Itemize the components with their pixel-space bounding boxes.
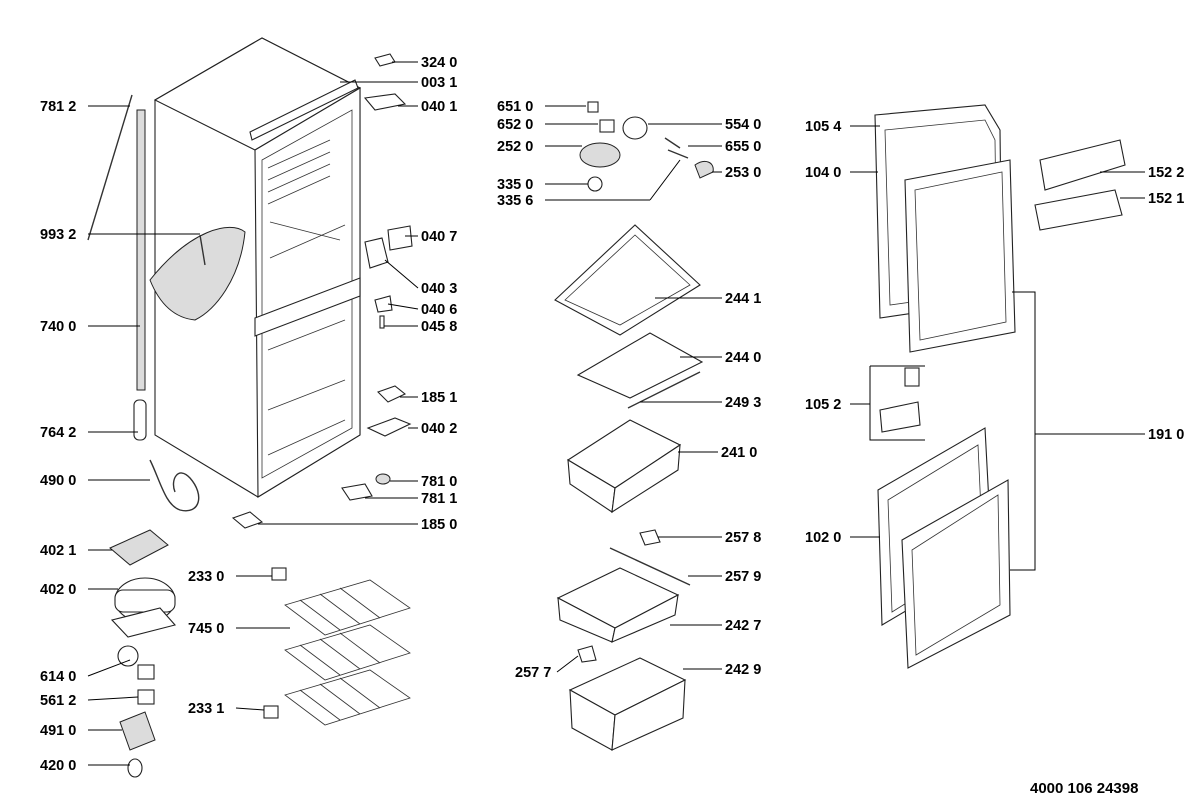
label-242-9: 242 9 [725, 662, 761, 678]
label-554-0: 554 0 [725, 117, 761, 133]
label-614-0: 614 0 [40, 669, 76, 685]
label-420-0: 420 0 [40, 758, 76, 774]
label-745-0: 745 0 [188, 621, 224, 637]
label-655-0: 655 0 [725, 139, 761, 155]
label-335-6: 335 6 [497, 193, 533, 209]
part-labels: 324 0 003 1 040 1 781 2 993 2 740 0 764 … [40, 55, 1184, 774]
label-244-0: 244 0 [725, 350, 761, 366]
label-040-2: 040 2 [421, 421, 457, 437]
label-040-7: 040 7 [421, 229, 457, 245]
label-257-7: 257 7 [515, 665, 551, 681]
label-561-2: 561 2 [40, 693, 76, 709]
label-651-0: 651 0 [497, 99, 533, 115]
label-040-1: 040 1 [421, 99, 457, 115]
label-252-0: 252 0 [497, 139, 533, 155]
label-652-0: 652 0 [497, 117, 533, 133]
label-993-2: 993 2 [40, 227, 76, 243]
compressor-group [109, 529, 177, 778]
label-102-0: 102 0 [805, 530, 841, 546]
label-257-8: 257 8 [725, 530, 761, 546]
label-402-0: 402 0 [40, 582, 76, 598]
label-040-6: 040 6 [421, 302, 457, 318]
label-105-2: 105 2 [805, 397, 841, 413]
label-040-3: 040 3 [421, 281, 457, 297]
label-249-3: 249 3 [725, 395, 761, 411]
label-152-1: 152 1 [1148, 191, 1184, 207]
leader-lines [87, 61, 1145, 766]
label-152-2: 152 2 [1148, 165, 1184, 181]
doors-group [874, 104, 1126, 669]
label-105-4: 105 4 [805, 119, 841, 135]
label-402-1: 402 1 [40, 543, 76, 559]
label-185-1: 185 1 [421, 390, 457, 406]
label-191-0: 191 0 [1148, 427, 1184, 443]
label-233-0: 233 0 [188, 569, 224, 585]
label-045-8: 045 8 [421, 319, 457, 335]
label-003-1: 003 1 [421, 75, 457, 91]
label-740-0: 740 0 [40, 319, 76, 335]
label-233-1: 233 1 [188, 701, 224, 717]
label-490-0: 490 0 [40, 473, 76, 489]
label-253-0: 253 0 [725, 165, 761, 181]
label-241-0: 241 0 [721, 445, 757, 461]
label-335-0: 335 0 [497, 177, 533, 193]
label-244-1: 244 1 [725, 291, 761, 307]
label-491-0: 491 0 [40, 723, 76, 739]
document-number: 4000 106 24398 [1030, 780, 1138, 797]
shelves-and-crispers [554, 224, 704, 751]
label-242-7: 242 7 [725, 618, 761, 634]
cabinet-small-parts [231, 53, 413, 529]
label-324-0: 324 0 [421, 55, 457, 71]
label-104-0: 104 0 [805, 165, 841, 181]
label-781-2: 781 2 [40, 99, 76, 115]
cabinet-body [87, 37, 362, 512]
label-185-0: 185 0 [421, 517, 457, 533]
label-764-2: 764 2 [40, 425, 76, 441]
label-257-9: 257 9 [725, 569, 761, 585]
thermostat-group [579, 101, 714, 192]
label-781-1: 781 1 [421, 491, 457, 507]
label-781-0: 781 0 [421, 474, 457, 490]
wire-shelves [263, 567, 411, 726]
